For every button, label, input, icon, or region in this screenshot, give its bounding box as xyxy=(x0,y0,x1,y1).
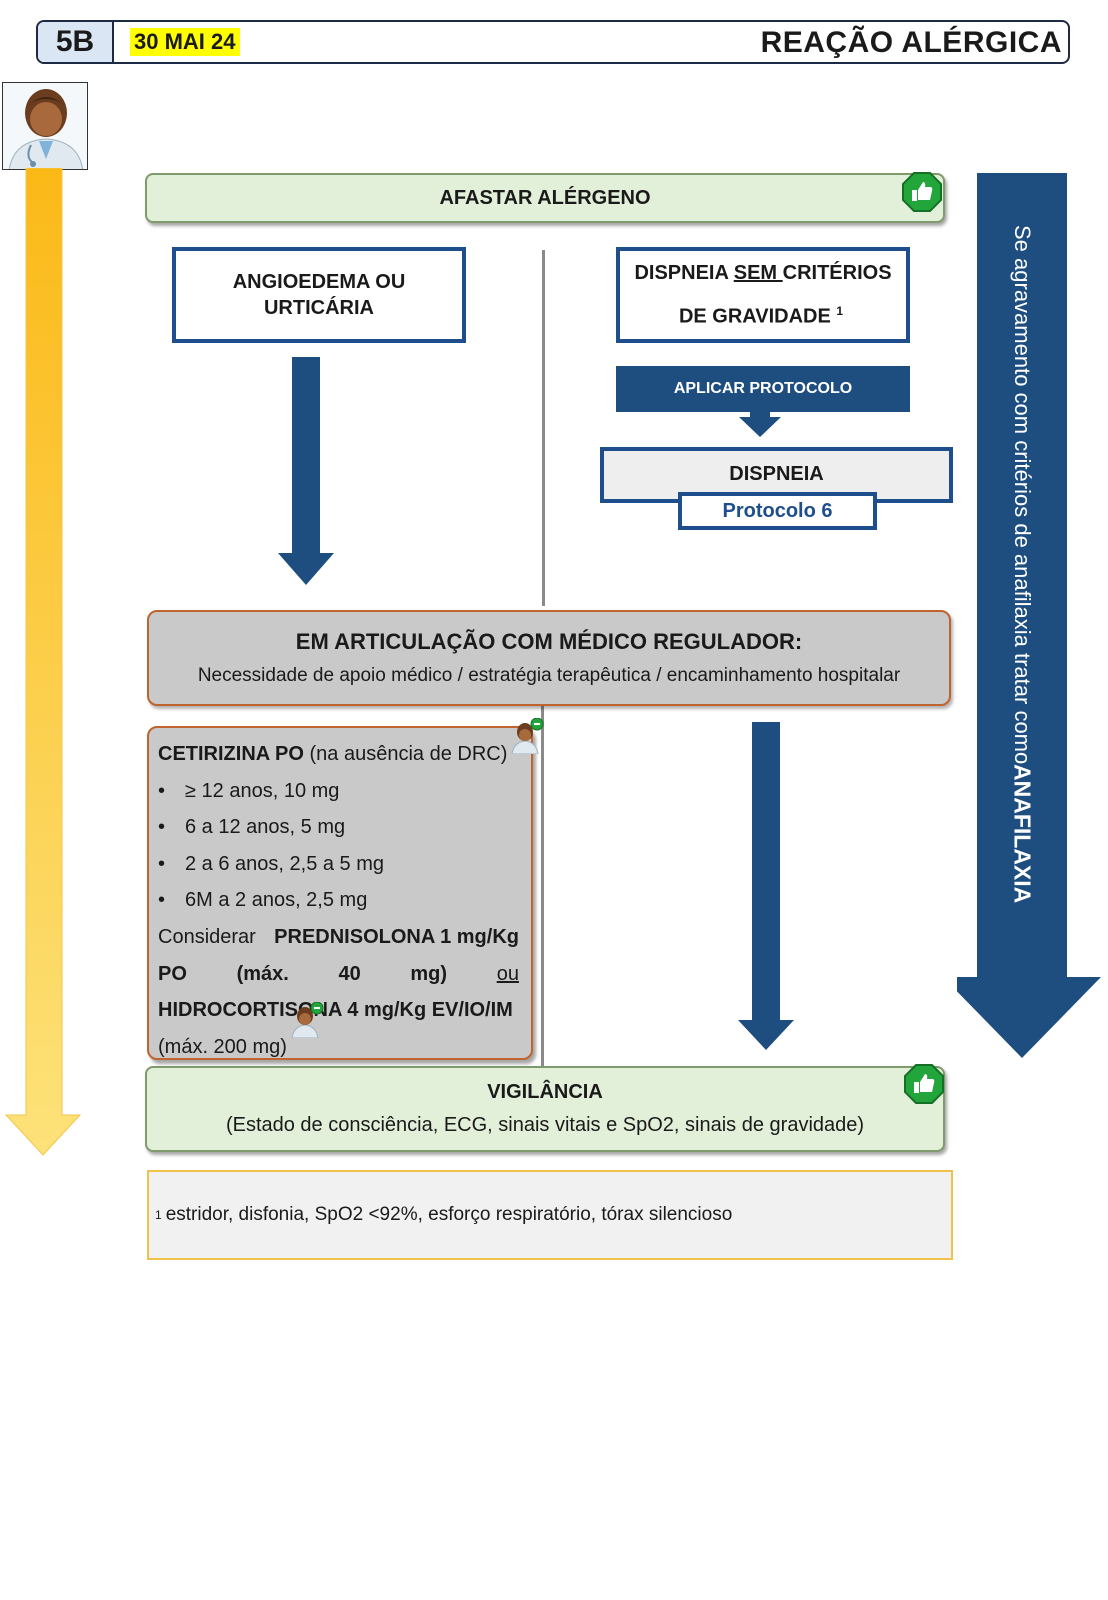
timeline-arrow xyxy=(4,168,82,1156)
arrow-down-icon xyxy=(738,722,794,1050)
doctor-avatar-icon xyxy=(2,82,88,170)
hydrocortisone-line: HIDROCORTISONA 4 mg/Kg EV/IO/IM xyxy=(158,999,513,1022)
doctor-call-icon xyxy=(291,1002,324,1038)
surveillance-box: VIGILÂNCIA (Estado de consciência, ECG, … xyxy=(145,1066,945,1152)
protocol-6-link[interactable]: Protocolo 6 xyxy=(678,492,877,530)
dose-item: •≥ 12 anos, 10 mg xyxy=(158,779,340,802)
doctor-call-icon xyxy=(511,718,544,754)
dose-item: •6M a 2 anos, 2,5 mg xyxy=(158,889,368,912)
divider-line xyxy=(541,706,544,1066)
apply-protocol-box: APLICAR PROTOCOLO xyxy=(616,366,910,412)
regulator-doctor-box: EM ARTICULAÇÃO COM MÉDICO REGULADOR: Nec… xyxy=(147,610,951,706)
page-title: REAÇÃO ALÉRGICA xyxy=(760,26,1062,59)
remove-allergen-box: AFASTAR ALÉRGENO xyxy=(145,173,945,223)
thumbs-up-icon xyxy=(904,1064,944,1104)
header-bar: 5B 30 MAI 24 REAÇÃO ALÉRGICA xyxy=(36,20,1070,64)
dose-item: •6 a 12 anos, 5 mg xyxy=(158,816,346,839)
hydrocortisone-max-line: (máx. 200 mg) xyxy=(158,1035,287,1058)
escalation-text: Se agravamento com critérios de anafilax… xyxy=(1009,225,1036,904)
medication-box: CETIRIZINA PO (na ausência de DRC) •≥ 12… xyxy=(147,726,533,1060)
protocol-date: 30 MAI 24 xyxy=(130,28,240,56)
arrow-down-icon xyxy=(739,411,781,437)
protocol-code: 5B xyxy=(38,22,114,62)
dose-item: •2 a 6 anos, 2,5 a 5 mg xyxy=(158,852,385,875)
divider-line xyxy=(542,250,545,606)
cetirizine-line: CETIRIZINA PO (na ausência de DRC) xyxy=(158,743,508,765)
escalation-arrow xyxy=(957,173,1101,1058)
thumbs-up-icon xyxy=(902,172,942,212)
arrow-down-icon xyxy=(278,357,334,585)
dyspnea-no-severity-box: DISPNEIA SEM CRITÉRIOS DE GRAVIDADE 1 xyxy=(616,247,910,343)
